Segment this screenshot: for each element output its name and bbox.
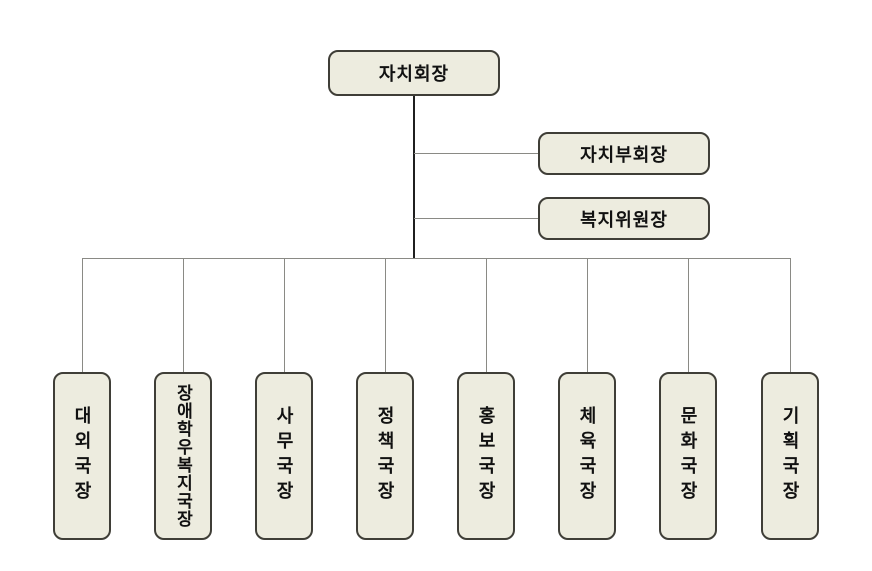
connector-welfare-chair [414, 218, 538, 219]
dept-label: 홍보국장 [476, 406, 496, 506]
vice-president-label: 자치부회장 [580, 144, 668, 165]
president-label: 자치회장 [378, 64, 450, 84]
drop-line [385, 258, 386, 372]
dept-label: 문화국장 [678, 406, 698, 506]
dept-box-culture: 문화국장 [659, 372, 717, 540]
drop-line [688, 258, 689, 372]
dept-label: 장애학우복지국장 [173, 384, 193, 528]
drop-line [284, 258, 285, 372]
drop-line [790, 258, 791, 372]
dept-box-policy: 정책국장 [356, 372, 414, 540]
drop-line [183, 258, 184, 372]
dept-box-secretary: 사무국장 [255, 372, 313, 540]
horizontal-bus-line [82, 258, 790, 259]
dept-label: 체육국장 [577, 406, 597, 506]
dept-box-sports: 체육국장 [558, 372, 616, 540]
dept-box-external-affairs: 대외국장 [53, 372, 111, 540]
dept-box-planning: 기획국장 [761, 372, 819, 540]
vice-president-box: 자치부회장 [538, 132, 710, 175]
main-vertical-line [413, 96, 415, 258]
dept-label: 사무국장 [274, 406, 294, 506]
dept-box-public-relations: 홍보국장 [457, 372, 515, 540]
welfare-chair-label: 복지위원장 [580, 209, 668, 230]
welfare-chair-box: 복지위원장 [538, 197, 710, 240]
drop-line [587, 258, 588, 372]
dept-label: 정책국장 [375, 406, 395, 506]
dept-label: 기획국장 [780, 406, 800, 506]
dept-label: 대외국장 [72, 406, 92, 506]
dept-box-disabled-welfare: 장애학우복지국장 [154, 372, 212, 540]
drop-line [82, 258, 83, 372]
president-box: 자치회장 [328, 50, 500, 96]
drop-line [486, 258, 487, 372]
connector-vice-president [414, 153, 538, 154]
